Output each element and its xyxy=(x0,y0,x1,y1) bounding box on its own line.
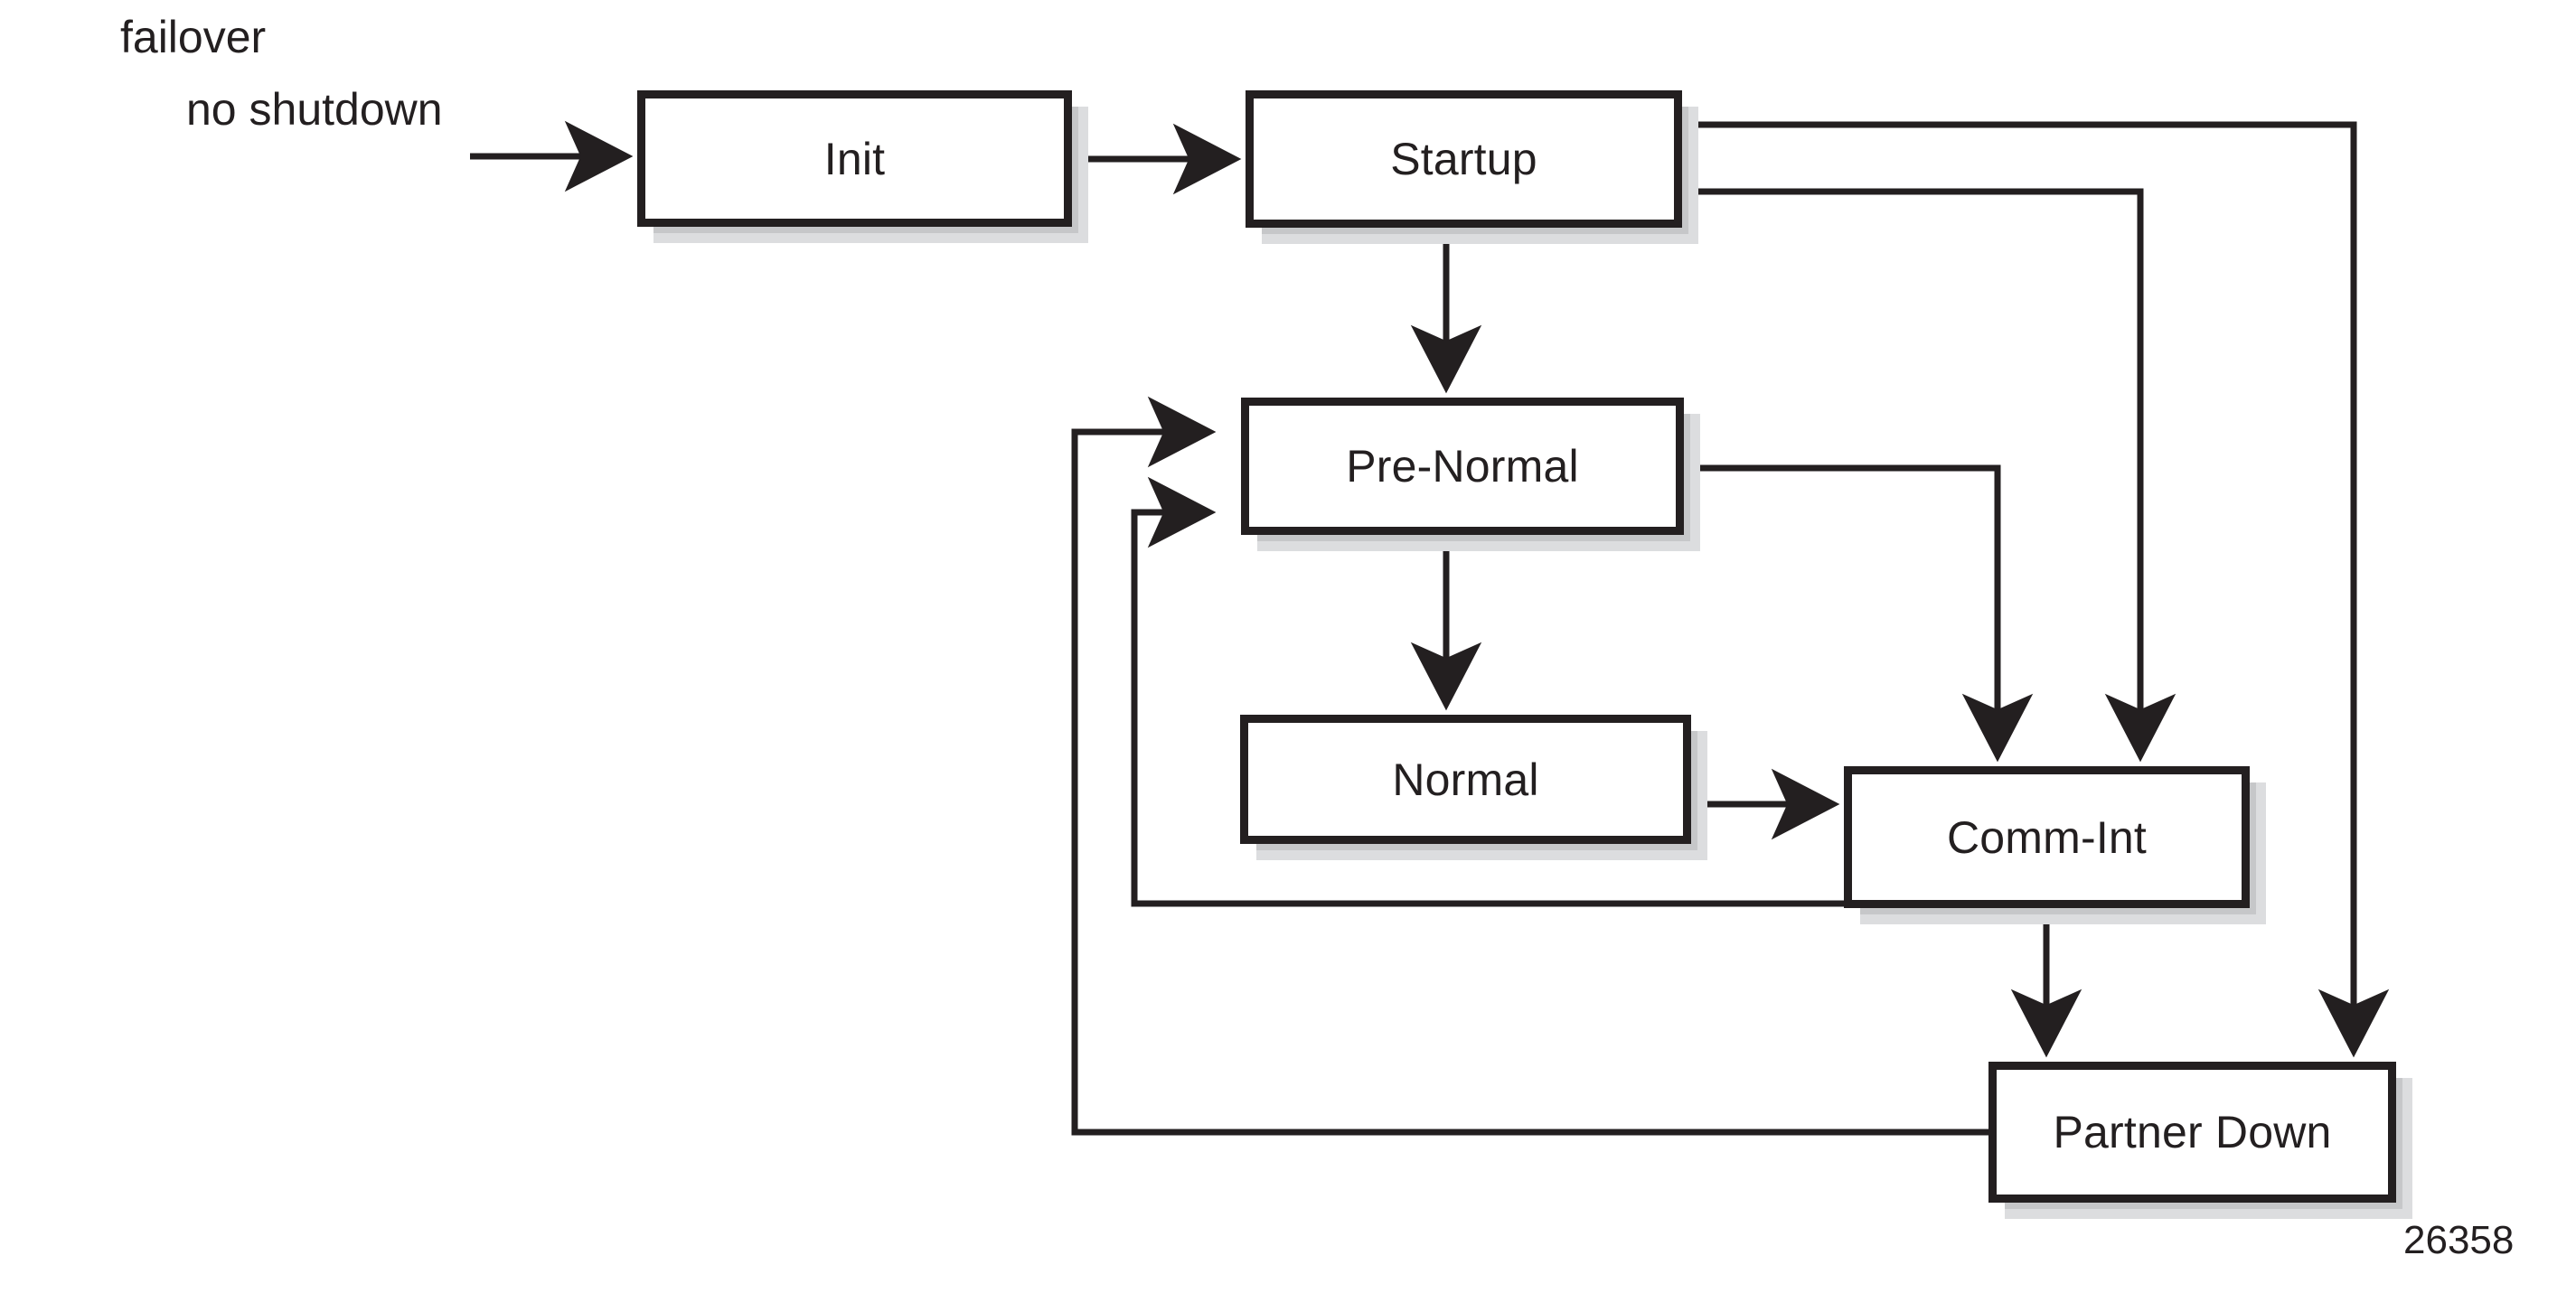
edge-startup-to-comm-int xyxy=(1682,188,2176,763)
state-node-startup-label: Startup xyxy=(1390,134,1537,184)
edge-partner-down-to-pre-normal xyxy=(1071,396,1988,1136)
figure-number: 26358 xyxy=(2403,1218,2515,1262)
state-node-comm-int[interactable]: Comm-Int xyxy=(1844,766,2250,908)
state-node-partner-down[interactable]: Partner Down xyxy=(1988,1062,2396,1203)
state-node-normal[interactable]: Normal xyxy=(1240,715,1691,844)
edge-startup-to-partner-down xyxy=(1682,121,2390,1058)
state-node-comm-int-label: Comm-Int xyxy=(1946,811,2148,863)
edge-pre-normal-to-comm-int xyxy=(1685,464,2034,763)
state-node-init-label: Init xyxy=(823,133,886,184)
edge-comm-int-to-pre-normal xyxy=(1131,476,1844,907)
state-node-pre-normal-label: Pre-Normal xyxy=(1346,441,1579,492)
state-node-normal-label: Normal xyxy=(1392,754,1539,805)
entry-label-failover: failover xyxy=(120,12,267,62)
state-node-startup[interactable]: Startup xyxy=(1246,90,1682,228)
entry-label-no-shutdown: no shutdown xyxy=(186,84,443,135)
state-node-partner-down-label: Partner Down xyxy=(2053,1107,2332,1157)
state-node-pre-normal[interactable]: Pre-Normal xyxy=(1241,398,1684,535)
state-node-init[interactable]: Init xyxy=(637,90,1072,227)
